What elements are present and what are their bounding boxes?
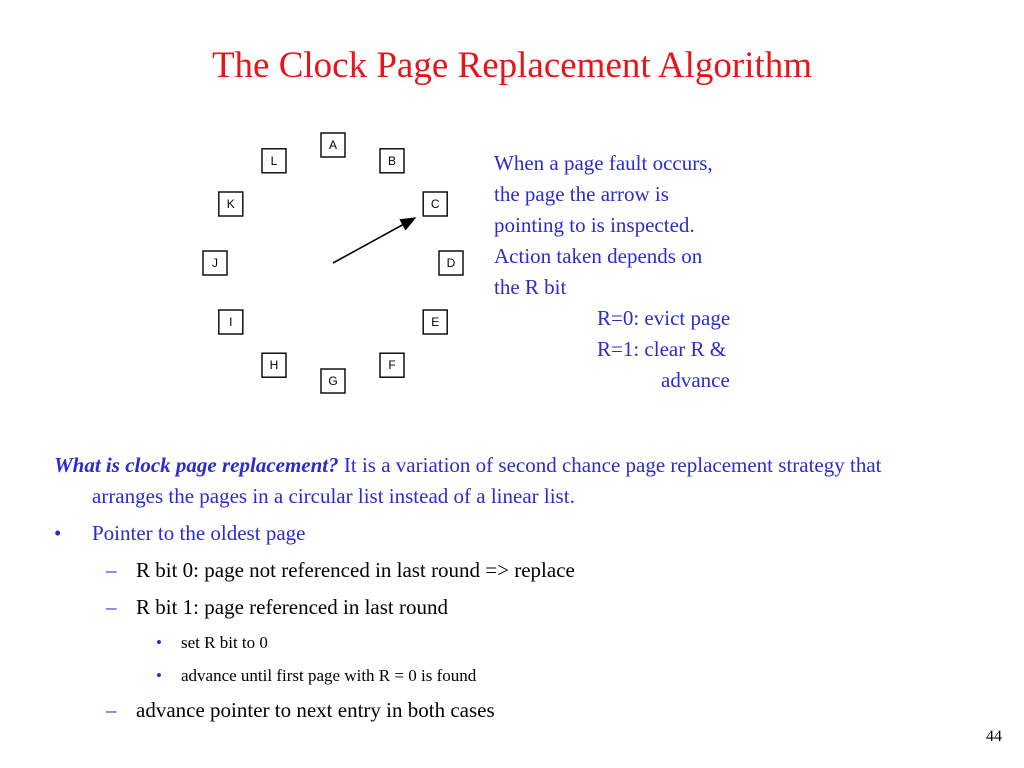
sub-bullet-item: • set R bit to 0	[54, 629, 954, 656]
dash-text: advance pointer to next entry in both ca…	[136, 698, 495, 722]
page-frame-label: E	[431, 315, 439, 329]
page-frame-k: K	[218, 191, 244, 217]
bullet-item: • Pointer to the oldest page	[54, 518, 954, 549]
sub-bullet-text: advance until first page with R = 0 is f…	[181, 666, 477, 685]
page-frame-label: K	[227, 197, 235, 211]
page-frame-box	[202, 250, 228, 276]
page-frame-h: H	[261, 352, 287, 378]
page-frame-f: F	[379, 352, 405, 378]
page-frame-c: C	[422, 191, 448, 217]
page-number: 44	[986, 728, 1002, 745]
page-frame-box	[218, 191, 244, 217]
dash-mark: –	[106, 595, 117, 619]
dash-item: – advance pointer to next entry in both …	[54, 695, 954, 726]
bullet-mark: •	[54, 521, 62, 545]
question-paragraph: What is clock page replacement? It is a …	[54, 450, 954, 512]
page-frame-label: H	[270, 358, 279, 372]
sub-bullet-text: set R bit to 0	[181, 633, 268, 652]
rule-r1: R=1: clear R &	[597, 337, 727, 361]
page-frame-g: G	[320, 368, 346, 394]
page-frame-label: A	[329, 138, 337, 152]
page-frame-box	[379, 148, 405, 174]
description-block: When a page fault occurs, the page the a…	[494, 148, 794, 396]
page-frame-label: D	[447, 256, 456, 270]
page-frame-label: B	[388, 154, 396, 168]
dash-item: – R bit 1: page referenced in last round	[54, 592, 954, 623]
sub-bullet-mark: •	[156, 666, 162, 685]
rule-r0: R=0: evict page	[597, 306, 731, 330]
answer-text: It is a variation of second chance page …	[92, 453, 882, 508]
page-frame-j: J	[202, 250, 228, 276]
rule-r1-continued: advance	[661, 368, 730, 392]
page-frame-label: F	[388, 358, 395, 372]
sub-bullet-mark: •	[156, 633, 162, 652]
description-line: When a page fault occurs,	[494, 151, 713, 175]
page-frame-box	[320, 132, 346, 158]
page-frame-label: C	[431, 197, 440, 211]
page-frame-box	[218, 309, 244, 335]
clock-diagram: A B C D E F G H I J K L	[202, 132, 464, 394]
dash-mark: –	[106, 558, 117, 582]
page-frame-box	[261, 148, 287, 174]
page-frame-box	[261, 352, 287, 378]
page-frame-l: L	[261, 148, 287, 174]
bullet-text: Pointer to the oldest page	[92, 521, 306, 545]
notes-section: What is clock page replacement? It is a …	[54, 450, 954, 726]
page-frame-label: L	[271, 154, 278, 168]
page-frame-box	[422, 309, 448, 335]
page-frame-label: J	[212, 256, 218, 270]
page-frame-b: B	[379, 148, 405, 174]
page-frame-d: D	[438, 250, 464, 276]
page-frame-box	[422, 191, 448, 217]
description-line: the R bit	[494, 275, 567, 299]
page-frame-box	[438, 250, 464, 276]
sub-bullet-item: • advance until first page with R = 0 is…	[54, 662, 954, 689]
dash-mark: –	[106, 698, 117, 722]
description-line: Action taken depends on	[494, 244, 703, 268]
page-frame-i: I	[218, 309, 244, 335]
page-frame-label: G	[328, 374, 337, 388]
description-line: pointing to is inspected.	[494, 213, 695, 237]
page-frame-label: I	[229, 315, 232, 329]
page-frame-a: A	[320, 132, 346, 158]
description-line: the page the arrow is	[494, 182, 669, 206]
dash-text: R bit 1: page referenced in last round	[136, 595, 448, 619]
page-frame-box	[379, 352, 405, 378]
slide-title: The Clock Page Replacement Algorithm	[211, 45, 813, 86]
clock-pointer-arrow	[332, 217, 417, 264]
page-frame-e: E	[422, 309, 448, 335]
question-text: What is clock page replacement?	[54, 453, 339, 477]
dash-text: R bit 0: page not referenced in last rou…	[136, 558, 575, 582]
dash-item: – R bit 0: page not referenced in last r…	[54, 555, 954, 586]
page-frame-box	[320, 368, 346, 394]
